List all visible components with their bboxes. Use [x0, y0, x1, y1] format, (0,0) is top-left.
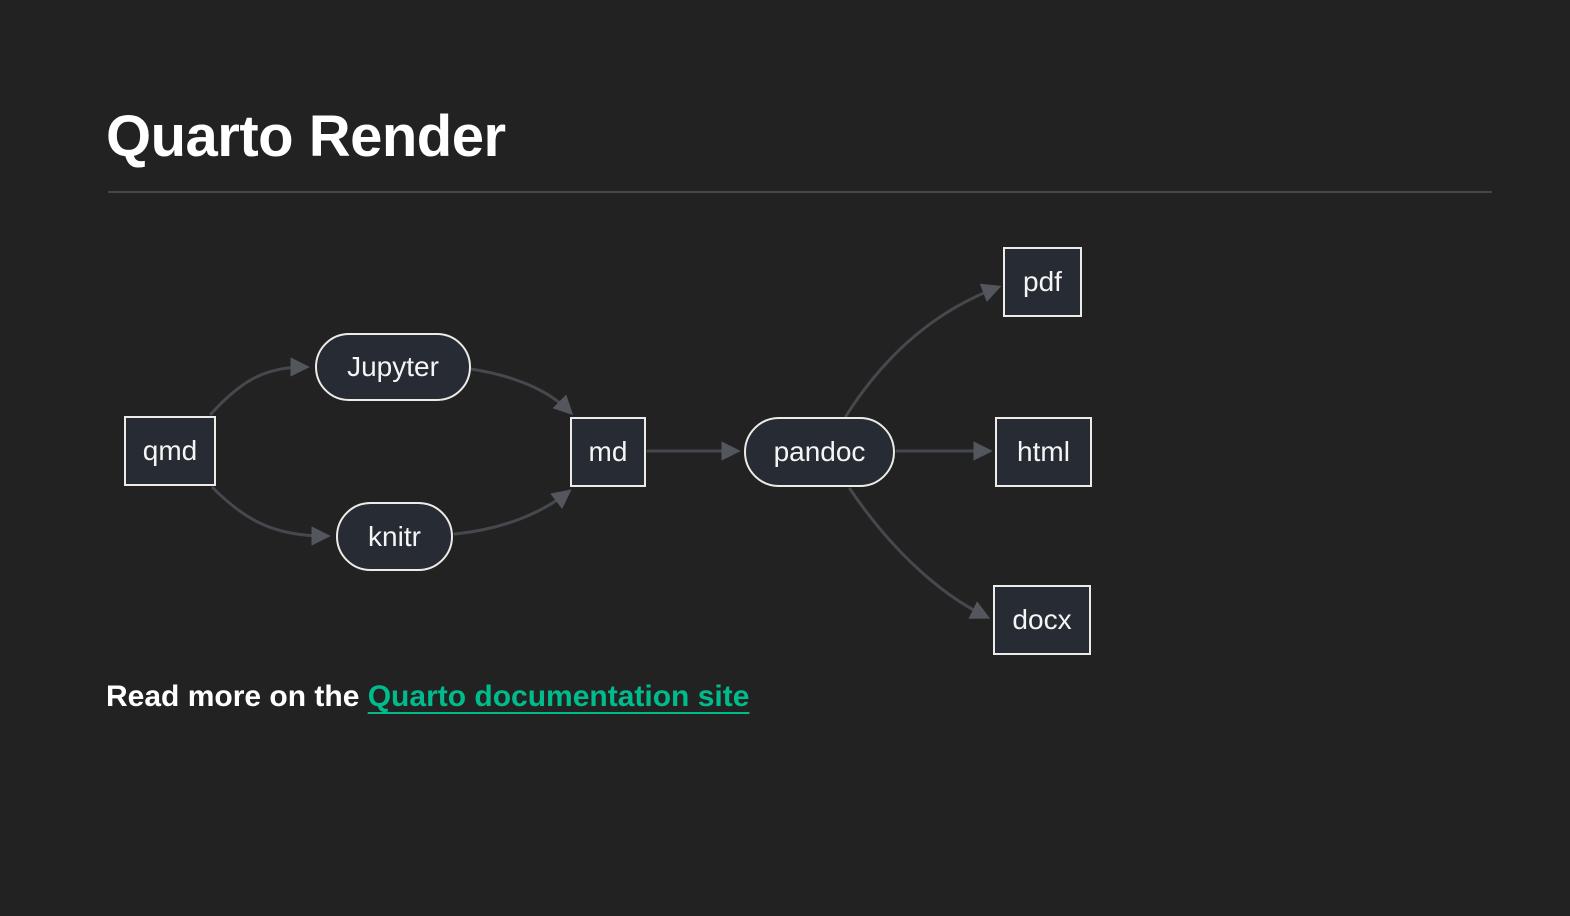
node-pandoc: pandoc [744, 417, 895, 487]
node-jupyter-label: Jupyter [347, 351, 439, 382]
node-html: html [995, 417, 1092, 487]
edge-qmd-jupyter [209, 357, 310, 416]
node-docx-label: docx [1012, 604, 1072, 635]
node-pdf-label: pdf [1023, 266, 1062, 297]
edge-pandoc-docx [848, 487, 991, 619]
node-md-label: md [588, 436, 628, 467]
page-title: Quarto Render [106, 104, 506, 169]
node-pandoc-label: pandoc [773, 436, 866, 467]
edge-pandoc-pdf [844, 283, 1002, 418]
node-docx: docx [993, 585, 1091, 655]
node-qmd: qmd [124, 416, 216, 486]
quarto-docs-link[interactable]: Quarto documentation site [367, 680, 750, 713]
edge-knitr-md [453, 489, 572, 536]
node-knitr-label: knitr [368, 520, 421, 552]
node-pdf: pdf [1003, 247, 1082, 317]
node-jupyter: Jupyter [315, 333, 471, 401]
edge-qmd-knitr [211, 486, 331, 546]
title-divider [108, 191, 1492, 193]
read-more-text: Read more on the Quarto documentation si… [106, 678, 749, 716]
edge-jupyter-md [469, 367, 574, 416]
read-more-prefix: Read more on the [106, 680, 368, 713]
node-qmd-label: qmd [142, 435, 198, 466]
node-md: md [570, 417, 646, 487]
node-knitr: knitr [336, 502, 453, 571]
node-html-label: html [1017, 436, 1070, 467]
